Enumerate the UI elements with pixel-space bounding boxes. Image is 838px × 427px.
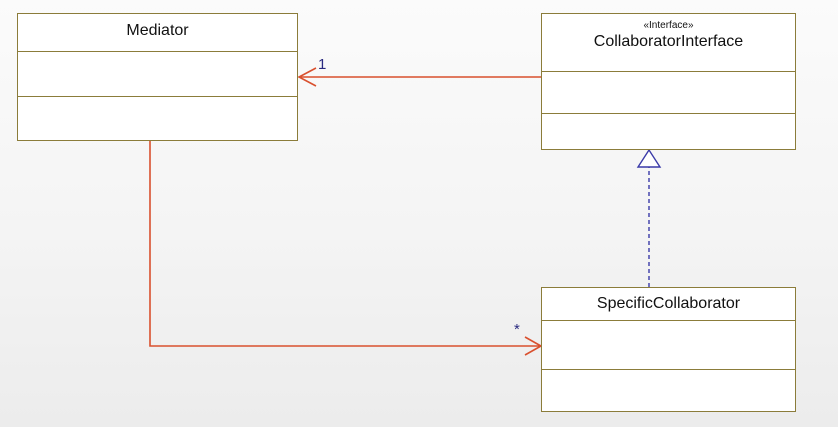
class-collaborator-interface[interactable]: «Interface» CollaboratorInterface <box>541 13 796 150</box>
mediator-attributes-compartment <box>18 51 297 96</box>
multiplicity-one-label: 1 <box>318 56 327 73</box>
class-specific-collaborator[interactable]: SpecificCollaborator <box>541 287 796 412</box>
specific-collaborator-name-compartment: SpecificCollaborator <box>542 288 795 320</box>
collaborator-interface-operations-compartment <box>542 113 795 149</box>
open-arrowhead-specific <box>524 336 543 356</box>
collaborator-interface-attributes-compartment <box>542 71 795 113</box>
specific-collaborator-operations-compartment <box>542 369 795 411</box>
specific-collaborator-class-name: SpecificCollaborator <box>596 295 741 312</box>
interface-stereotype: «Interface» <box>643 20 694 31</box>
hollow-triangle-arrowhead <box>636 148 662 168</box>
collaborator-interface-name-compartment: «Interface» CollaboratorInterface <box>542 14 795 71</box>
mediator-class-name: Mediator <box>126 22 189 39</box>
association-interface-to-mediator[interactable] <box>297 67 541 87</box>
specific-collaborator-attributes-compartment <box>542 320 795 369</box>
multiplicity-many-label: * <box>514 321 520 338</box>
mediator-operations-compartment <box>18 96 297 140</box>
class-mediator[interactable]: Mediator <box>17 13 298 141</box>
mediator-name-compartment: Mediator <box>18 14 297 51</box>
realization-specific-to-interface[interactable] <box>636 148 662 287</box>
association-mediator-to-specific[interactable] <box>149 141 543 356</box>
collaborator-interface-class-name: CollaboratorInterface <box>593 33 744 50</box>
open-arrowhead-mediator <box>297 67 317 87</box>
